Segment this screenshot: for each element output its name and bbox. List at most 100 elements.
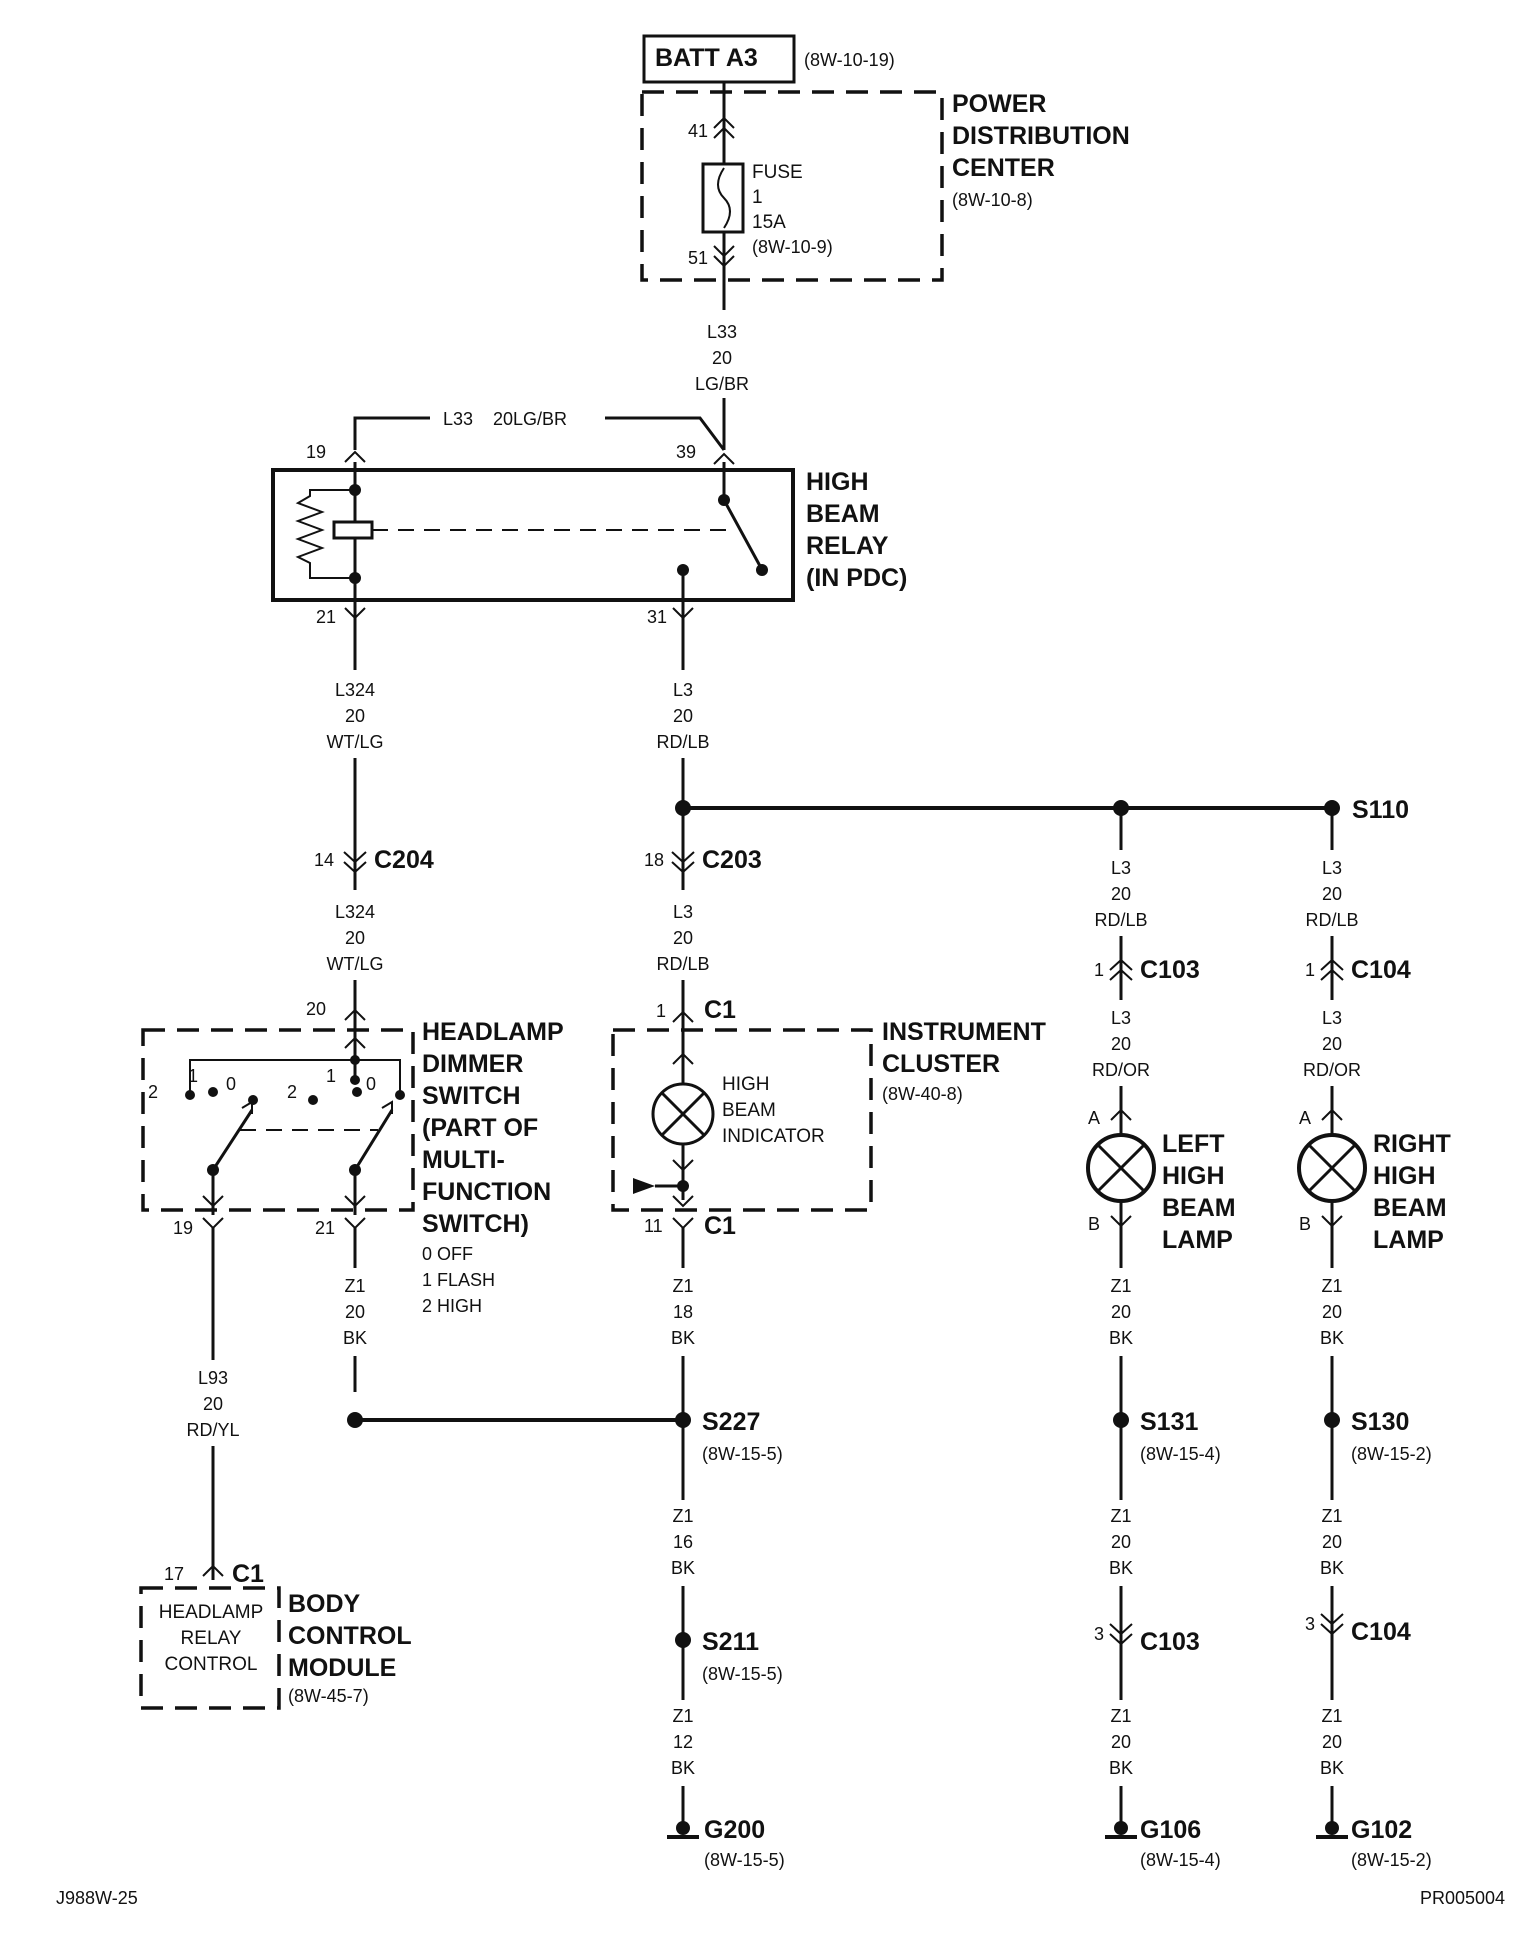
pdc-box <box>640 90 944 282</box>
s227-name: S227 <box>702 1408 760 1436</box>
left-wire-z1b-circuit: Z1 <box>1110 1506 1131 1526</box>
indicator-label-2: BEAM <box>722 1100 776 1121</box>
dimmer-title-2: DIMMER <box>422 1050 523 1078</box>
pdc-title-1: POWER <box>952 90 1046 118</box>
dimmer-switch-contacts <box>185 1036 405 1215</box>
left-wire-z1a-color: BK <box>1109 1328 1133 1348</box>
g200-ground-symbol <box>667 1821 699 1839</box>
dimmer-pin19: 19 <box>173 1218 193 1238</box>
wire-l3a-color: RD/LB <box>656 732 709 752</box>
relay-title-2: BEAM <box>806 500 880 528</box>
right-wire-z1b-color: BK <box>1320 1558 1344 1578</box>
cluster-c1-bot-arrow <box>672 1217 694 1230</box>
s130-ref: (8W-15-2) <box>1351 1444 1432 1464</box>
left-lamp-pin-b: B <box>1088 1214 1100 1234</box>
wire-z1-18-circuit: Z1 <box>672 1276 693 1296</box>
left-wire-mid-gauge: 20 <box>1111 1034 1131 1054</box>
s131-name: S131 <box>1140 1408 1198 1436</box>
relay-title-4: (IN PDC) <box>806 564 907 592</box>
right-wire-z1a-gauge: 20 <box>1322 1302 1342 1322</box>
right-lamp-pin-b: B <box>1299 1214 1311 1234</box>
left-branch: L3 20 RD/LB 1 C103 L3 20 RD/OR A LEFT HI… <box>1086 808 1236 1870</box>
s131-splice <box>1113 1412 1129 1428</box>
indicator-label-3: INDICATOR <box>722 1126 825 1147</box>
wire-l324a-gauge: 20 <box>345 706 365 726</box>
bcm-ref: (8W-45-7) <box>288 1686 369 1706</box>
c204-connector <box>343 851 367 874</box>
footer-right-code: PR005004 <box>1420 1888 1505 1908</box>
dimmer-title-4: (PART OF <box>422 1114 538 1142</box>
dimmer-title-6: FUNCTION <box>422 1178 551 1206</box>
right-wire-z1a-color: BK <box>1320 1328 1344 1348</box>
dimmer-pos1b: 1 <box>326 1066 336 1086</box>
left-c103b-name: C103 <box>1140 1628 1200 1656</box>
dimmer-pin20: 20 <box>306 999 326 1019</box>
left-wire-z1c-color: BK <box>1109 1758 1133 1778</box>
right-wire-z1c-color: BK <box>1320 1758 1344 1778</box>
left-lamp-title-4: LAMP <box>1162 1226 1233 1254</box>
left-c103-name: C103 <box>1140 956 1200 984</box>
right-lamp-title-2: HIGH <box>1373 1162 1436 1190</box>
cluster-ref: (8W-40-8) <box>882 1084 963 1104</box>
c203-name: C203 <box>702 846 762 874</box>
fuse <box>701 82 745 310</box>
g106-name: G106 <box>1140 1816 1201 1844</box>
wire-l3a-circuit: L3 <box>673 680 693 700</box>
left-wire-mid-circuit: L3 <box>1111 1008 1131 1028</box>
wire-z1-18-gauge: 18 <box>673 1302 693 1322</box>
wire-z1-12-circuit: Z1 <box>672 1706 693 1726</box>
s130-splice <box>1324 1412 1340 1428</box>
bcm-box <box>139 1586 281 1710</box>
relay-pin19: 19 <box>306 442 326 462</box>
left-wire-mid-color: RD/OR <box>1092 1060 1150 1080</box>
right-c104-pin: 1 <box>1305 960 1315 980</box>
dimmer-switch-box <box>141 1028 415 1212</box>
wire-z1-16-color: BK <box>671 1558 695 1578</box>
relay-pin19-arrow <box>344 450 366 463</box>
left-wire-z1b-color: BK <box>1109 1558 1133 1578</box>
left-wire-z1a-gauge: 20 <box>1111 1302 1131 1322</box>
right-wire-z1b-circuit: Z1 <box>1321 1506 1342 1526</box>
wire-main-gauge: 20 <box>712 348 732 368</box>
dimmer-pos2b: 2 <box>287 1082 297 1102</box>
dimmer-pin19-arrow <box>202 1217 224 1230</box>
left-c103b-connector <box>1109 1623 1133 1646</box>
left-wire-top-gauge: 20 <box>1111 884 1131 904</box>
wire-z1-dimmer-color: BK <box>343 1328 367 1348</box>
right-wire-z1c-gauge: 20 <box>1322 1732 1342 1752</box>
dimmer-title-3: SWITCH <box>422 1082 521 1110</box>
left-c103-pin: 1 <box>1094 960 1104 980</box>
relay-pin31: 31 <box>647 607 667 627</box>
right-wire-top-color: RD/LB <box>1305 910 1358 930</box>
left-c103b-pin: 3 <box>1094 1624 1104 1644</box>
g102-ground-symbol <box>1316 1821 1348 1839</box>
relay-feed-left <box>353 416 430 450</box>
wire-l93-circuit: L93 <box>198 1368 228 1388</box>
dimmer-pos0a: 0 <box>226 1074 236 1094</box>
s131-ref: (8W-15-4) <box>1140 1444 1221 1464</box>
dimmer-pos1a: 1 <box>188 1066 198 1086</box>
wire-l3b-gauge: 20 <box>673 928 693 948</box>
right-c104b-pin: 3 <box>1305 1614 1315 1634</box>
fuse-pin-in: 41 <box>688 121 708 141</box>
c203-pin: 18 <box>644 850 664 870</box>
battery-label: BATT A3 <box>655 44 758 72</box>
bcm-pin: 17 <box>164 1564 184 1584</box>
right-branch: L3 20 RD/LB 1 C104 L3 20 RD/OR A RIGHT H… <box>1297 808 1451 1870</box>
right-wire-mid-color: RD/OR <box>1303 1060 1361 1080</box>
cluster-c1-bot-name: C1 <box>704 1212 736 1240</box>
dimmer-pin21-arrow <box>344 1217 366 1230</box>
right-c104-connector <box>1320 958 1344 981</box>
dimmer-pos0b: 0 <box>366 1074 376 1094</box>
g102-ref: (8W-15-2) <box>1351 1850 1432 1870</box>
relay-box <box>271 468 795 602</box>
relay-feed-spec: 20LG/BR <box>493 409 567 429</box>
c203-connector <box>671 851 695 874</box>
wire-z1-16-gauge: 16 <box>673 1532 693 1552</box>
bcm-title-3: MODULE <box>288 1654 396 1682</box>
right-c104b-name: C104 <box>1351 1618 1411 1646</box>
relay-feed-circuit: L33 <box>443 409 473 429</box>
bcm-inner-3: CONTROL <box>165 1654 258 1675</box>
wire-l93-gauge: 20 <box>203 1394 223 1414</box>
s110-name: S110 <box>1352 796 1409 824</box>
